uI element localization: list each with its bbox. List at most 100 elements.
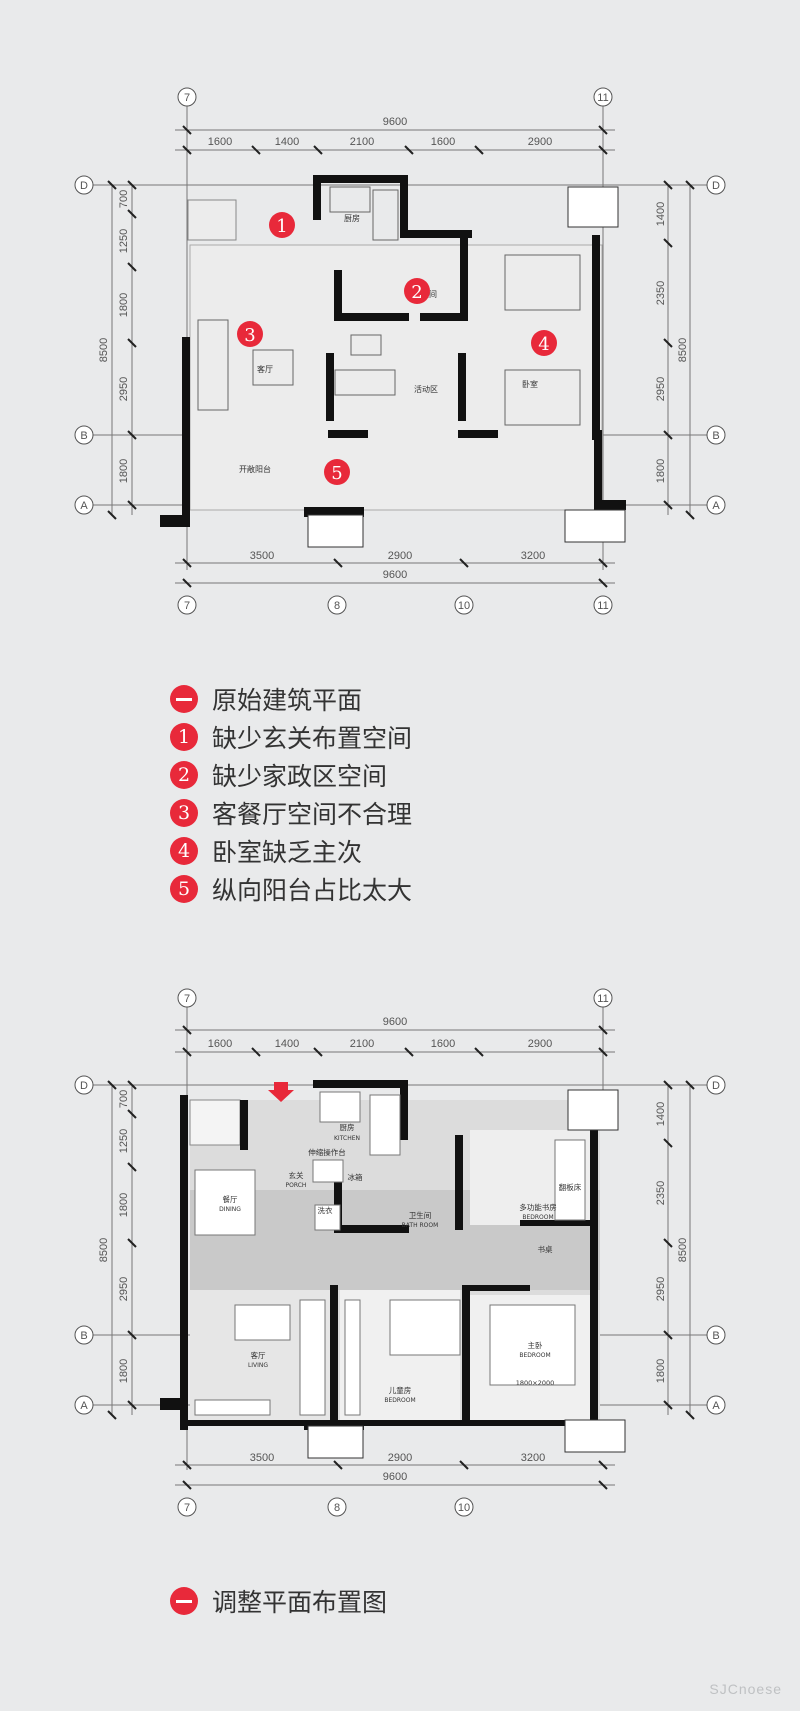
right-total-dim: 8500 xyxy=(677,338,689,362)
adjusted-plan-svg: 7 11 7 8 10 D B A D B A 9600 1600 1400 2… xyxy=(74,988,726,1517)
adjusted-walls xyxy=(160,1080,603,1430)
original-plan-svg: 7 11 7 8 10 11 D B A D B A 9600 1600 140… xyxy=(74,87,726,615)
top-total-dim: 9600 xyxy=(383,1016,407,1028)
left-dim-4: 2950 xyxy=(118,377,130,401)
left-dim-4: 2950 xyxy=(118,1277,130,1301)
legend-row-title: 原始建筑平面 xyxy=(170,680,412,718)
axis-label-bottom-4: 11 xyxy=(597,600,608,612)
room-master: 主卧 xyxy=(528,1340,543,1350)
legend-text-3: 客餐厅空间不合理 xyxy=(212,800,413,829)
axis-label-bottom-1: 7 xyxy=(184,600,190,612)
room-flipbed: 翻板床 xyxy=(559,1182,582,1192)
axis-label-row-a: A xyxy=(80,500,88,512)
left-dim-3: 1800 xyxy=(118,293,130,317)
room-living: 客厅 xyxy=(251,1350,266,1360)
axis-label-bottom-3: 10 xyxy=(458,600,470,612)
room-dining: 餐厅 xyxy=(223,1195,238,1204)
axis-label-row-b-right: B xyxy=(712,1330,719,1342)
legend-row-4: 4 卧室缺乏主次 xyxy=(170,832,412,870)
axis-label-row-a-right: A xyxy=(712,1400,720,1412)
axis-label-row-a-right: A xyxy=(712,500,720,512)
right-dim-4: 1800 xyxy=(655,459,667,483)
left-dim-3: 1800 xyxy=(118,1193,130,1217)
top-dim-5: 2900 xyxy=(528,136,552,148)
room-living: 客厅 xyxy=(257,364,273,374)
number-badge-icon: 2 xyxy=(170,761,198,789)
right-dim-1: 1400 xyxy=(655,202,667,226)
legend-row-2: 2 缺少家政区空间 xyxy=(170,756,412,794)
legend-title: 原始建筑平面 xyxy=(212,686,363,715)
bottom-dim-3: 3200 xyxy=(521,1452,545,1464)
legend-text-2: 缺少家政区空间 xyxy=(212,762,388,791)
axis-label-row-d: D xyxy=(80,1080,88,1092)
room-kitchen: 厨房 xyxy=(340,1122,355,1132)
room-bedsize: 1800×2000 xyxy=(516,1379,555,1387)
room-laundry: 洗衣 xyxy=(318,1205,333,1215)
room-master-en: BEDROOM xyxy=(519,1352,550,1359)
top-dim-2: 1400 xyxy=(275,1038,299,1050)
right-total-dim: 8500 xyxy=(677,1238,689,1262)
bottom-dim-1: 3500 xyxy=(250,550,274,562)
room-kitchen-en: KITCHEN xyxy=(334,1135,360,1142)
axis-label-bottom-2: 8 xyxy=(334,1502,340,1514)
right-dim-2: 2350 xyxy=(655,281,667,305)
dash-badge-icon xyxy=(170,1587,198,1615)
axis-label-row-d-right: D xyxy=(712,1080,720,1092)
left-dim-1: 700 xyxy=(118,1090,130,1108)
top-dim-3: 2100 xyxy=(350,136,374,148)
number-badge-icon: 5 xyxy=(170,875,198,903)
axis-label-row-d: D xyxy=(80,180,88,192)
left-dim-2: 1250 xyxy=(118,1129,130,1153)
legend-text-5: 纵向阳台占比太大 xyxy=(212,876,413,905)
legend-text-4: 卧室缺乏主次 xyxy=(212,838,363,867)
room-multi-en: BEDROOM xyxy=(522,1214,553,1221)
axis-label-bottom-3: 10 xyxy=(458,1502,470,1514)
marker-4: 4 xyxy=(538,334,549,355)
marker-1: 1 xyxy=(276,216,287,237)
legend-text-1: 缺少玄关布置空间 xyxy=(212,724,413,753)
legend-row-1: 1 缺少玄关布置空间 xyxy=(170,718,412,756)
top-total-dim: 9600 xyxy=(383,116,407,128)
axis-label-row-b: B xyxy=(80,430,87,442)
room-multi: 多功能书房 xyxy=(519,1202,557,1212)
room-kids: 儿童房 xyxy=(389,1385,412,1395)
room-bedroom: 卧室 xyxy=(522,379,538,389)
room-balcony: 开敞阳台 xyxy=(239,464,271,474)
legend-row-3: 3 客餐厅空间不合理 xyxy=(170,794,412,832)
left-total-dim: 8500 xyxy=(98,338,110,362)
top-dim-1: 1600 xyxy=(208,1038,232,1050)
original-walls xyxy=(160,175,626,527)
axis-label-row-b: B xyxy=(80,1330,87,1342)
dash-badge-icon xyxy=(170,685,198,713)
room-kitchen: 厨房 xyxy=(344,213,360,223)
original-floor-plan: 7 11 7 8 10 11 D B A D B A 9600 1600 140… xyxy=(0,75,800,675)
right-dim-4: 1800 xyxy=(655,1359,667,1383)
problem-markers xyxy=(237,212,557,485)
left-total-dim: 8500 xyxy=(98,1238,110,1262)
axis-label-row-b-right: B xyxy=(712,430,719,442)
left-dim-2: 1250 xyxy=(118,229,130,253)
axis-label-top-right: 11 xyxy=(597,92,608,104)
room-porch: 玄关 xyxy=(289,1170,304,1180)
room-bath-en: BATH ROOM xyxy=(402,1222,439,1229)
room-porch-en: PORCH xyxy=(286,1182,307,1189)
axis-label-bottom-1: 7 xyxy=(184,1502,190,1514)
axis-label-row-a: A xyxy=(80,1400,88,1412)
left-dim-1: 700 xyxy=(118,190,130,208)
right-dim-3: 2950 xyxy=(655,377,667,401)
right-dim-3: 2950 xyxy=(655,1277,667,1301)
room-activity: 活动区 xyxy=(414,384,438,394)
bottom-dim-3: 3200 xyxy=(521,550,545,562)
marker-3: 3 xyxy=(244,325,255,346)
room-kids-en: BEDROOM xyxy=(384,1397,415,1404)
room-bath: 卫生间 xyxy=(409,1210,432,1220)
bottom-dim-1: 3500 xyxy=(250,1452,274,1464)
legend-row-5: 5 纵向阳台占比太大 xyxy=(170,870,412,908)
legend-title-2: 调整平面布置图 xyxy=(212,1588,388,1617)
bottom-total-dim: 9600 xyxy=(383,569,407,581)
right-dim-1: 1400 xyxy=(655,1102,667,1126)
top-dim-1: 1600 xyxy=(208,136,232,148)
marker-2: 2 xyxy=(411,282,422,303)
legend-adjusted: 调整平面布置图 xyxy=(170,1582,387,1620)
adjusted-floor-plan: 7 11 7 8 10 D B A D B A 9600 1600 1400 2… xyxy=(0,980,800,1580)
